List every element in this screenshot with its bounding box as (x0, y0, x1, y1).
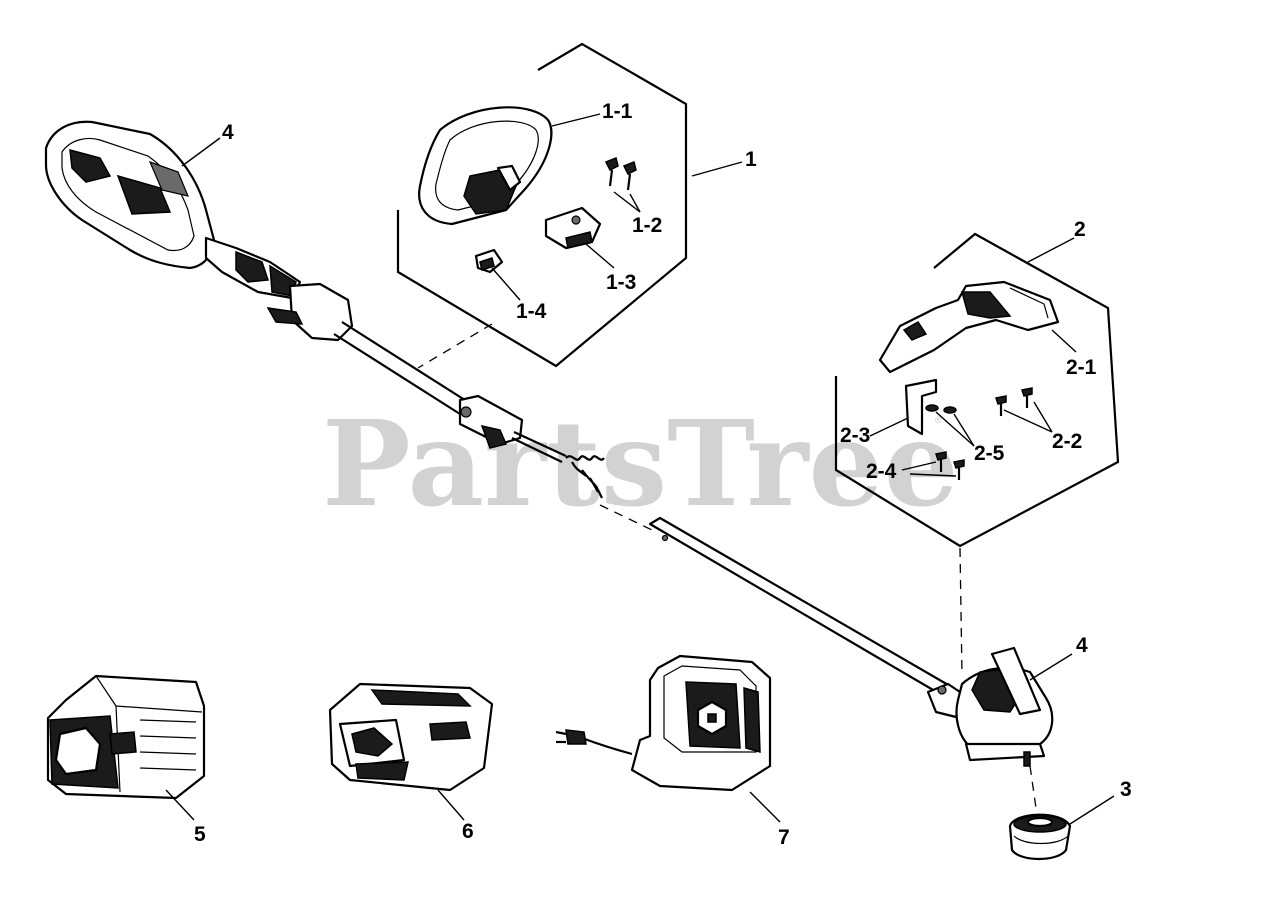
callout-5: 5 (194, 823, 206, 846)
guard-part-2-1 (878, 280, 1060, 374)
callout-7: 7 (778, 826, 790, 849)
watermark-registered-mark: ® (935, 415, 942, 425)
charger-part-7 (555, 654, 772, 792)
callout-1: 1 (745, 148, 757, 171)
callout-1-2: 1-2 (632, 214, 662, 237)
callout-2-2: 2-2 (1052, 430, 1082, 453)
screws-part-2-2 (995, 387, 1033, 416)
power-head-illustration (44, 120, 354, 342)
callout-2-4: 2-4 (866, 460, 897, 483)
callout-2-5: 2-5 (974, 442, 1005, 465)
callout-2: 2 (1074, 218, 1086, 241)
handle-part-1-1 (418, 106, 553, 226)
callout-1-3: 1-3 (606, 271, 636, 294)
bracket-part-2-3 (904, 378, 938, 436)
trimmer-head-illustration (926, 646, 1054, 767)
spring-illustration (565, 455, 605, 499)
alignment-dashes (417, 323, 963, 676)
watermark-text: PartsTree (322, 394, 959, 533)
clip-part-1-4 (474, 248, 504, 274)
shaft-coupler-illustration (458, 394, 567, 463)
upper-shaft-illustration (333, 321, 469, 415)
callout-2-1: 2-1 (1066, 356, 1097, 379)
battery-part-6 (328, 682, 494, 792)
callout-6: 6 (462, 820, 474, 843)
callout-4-trimmer-head: 4 (1076, 634, 1088, 657)
callout-1-4: 1-4 (516, 300, 547, 323)
callout-3: 3 (1120, 778, 1132, 801)
callout-4-power-head: 4 (222, 121, 234, 144)
battery-part-5 (46, 674, 206, 800)
callout-2-3: 2-3 (840, 424, 870, 447)
callout-1-1: 1-1 (602, 100, 633, 123)
washers-part-2-5 (925, 404, 957, 414)
bracket-part-1-3 (544, 206, 602, 250)
callout-labels: 4 1-1 1 1-2 1-3 1-4 2 2-1 2-2 2-3 2-5 2-… (194, 100, 1132, 849)
kit-2-outline (834, 232, 1120, 548)
spool-part-3 (1008, 765, 1072, 860)
kit-1-outline (396, 42, 688, 368)
screws-part-2-4 (935, 451, 965, 480)
leader-lines (165, 113, 1115, 825)
screws-part-1-2 (604, 156, 637, 191)
